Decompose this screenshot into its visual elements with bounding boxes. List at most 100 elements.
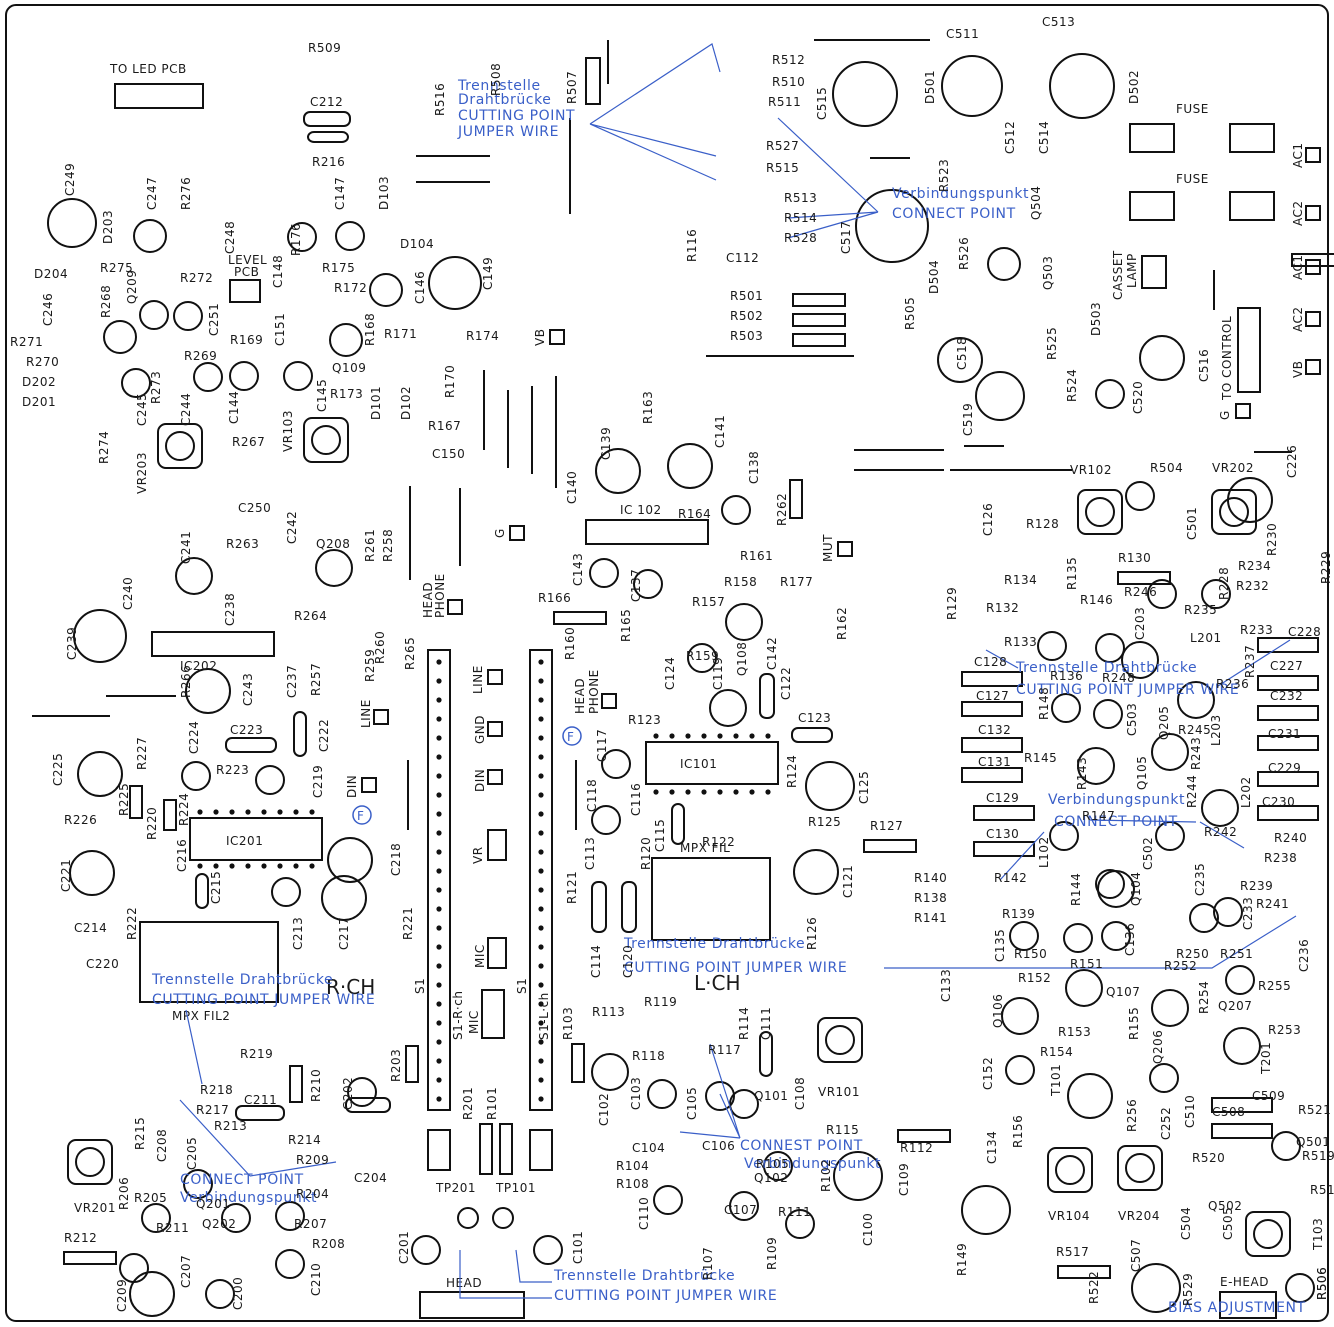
designator-r524: R524	[1065, 369, 1079, 402]
switch-pin	[538, 811, 544, 817]
transistor-outline	[255, 765, 285, 795]
designator-r117: R117	[708, 1043, 741, 1057]
designator-l202: L202	[1239, 776, 1253, 808]
designator-q503: Q503	[1041, 256, 1055, 290]
designator-d504: D504	[927, 260, 941, 294]
capacitor-outline	[321, 875, 367, 921]
cut-annotation-en-1: CUTTING POINT	[458, 108, 575, 124]
designator-r271: R271	[10, 335, 43, 349]
designator-r224: R224	[177, 793, 191, 826]
capacitor-outline	[327, 837, 373, 883]
capacitor-outline	[47, 198, 97, 248]
trimmer-pot-dial	[165, 431, 195, 461]
ic202-label: IC202	[180, 659, 217, 673]
capacitor-outline	[1177, 681, 1215, 719]
designator-c228: C228	[1288, 625, 1321, 639]
switch-pin	[538, 1020, 544, 1026]
capacitor-outline	[591, 1053, 629, 1091]
designator-c106: C106	[702, 1139, 735, 1153]
designator-c148: C148	[271, 255, 285, 288]
designator-c512: C512	[1003, 121, 1017, 154]
designator-r209: R209	[296, 1153, 329, 1167]
designator-c246: C246	[41, 293, 55, 326]
designator-r272: R272	[180, 271, 213, 285]
ic102-label: IC 102	[620, 503, 662, 517]
switch-pin	[538, 792, 544, 798]
film-capacitor-body	[225, 737, 277, 753]
switch-pin	[436, 1001, 442, 1007]
designator-r205: R205	[134, 1191, 167, 1205]
designator-r526: R526	[957, 237, 971, 270]
f-marker-left-label: F	[357, 809, 364, 823]
ic-pin	[229, 809, 235, 815]
designator-q104: Q104	[1129, 872, 1143, 906]
designator-r265: R265	[403, 637, 417, 670]
transistor-outline	[1063, 923, 1093, 953]
fuse-clip	[1129, 123, 1175, 153]
designator-c122: C122	[779, 667, 793, 700]
transistor-outline	[1101, 921, 1131, 951]
designator-r159: R159	[686, 649, 719, 663]
designator-r102: R102	[819, 1159, 833, 1192]
right-channel-label: R·CH	[326, 975, 375, 999]
designator-r161: R161	[740, 549, 773, 563]
designator-c200: C200	[231, 1277, 245, 1310]
designator-c247: C247	[145, 177, 159, 210]
transistor-outline	[229, 361, 259, 391]
designator-d102: D102	[399, 386, 413, 420]
designator-r122: R122	[702, 835, 735, 849]
transistor-outline	[103, 320, 137, 354]
transistor-outline	[193, 362, 223, 392]
designator-r139: R139	[1002, 907, 1035, 921]
designator-r504: R504	[1150, 461, 1183, 475]
to-led-pcb-label: TO LED PCB	[109, 62, 187, 76]
designator-c502: C502	[1141, 837, 1155, 870]
designator-q208: Q208	[316, 537, 350, 551]
designator-r149: R149	[955, 1243, 969, 1276]
designator-r208: R208	[312, 1237, 345, 1251]
switch-pin	[538, 754, 544, 760]
designator-r520: R520	[1192, 1151, 1225, 1165]
capacitor-outline	[1151, 733, 1189, 771]
transistor-outline	[1271, 1131, 1301, 1161]
transistor-outline	[533, 1235, 563, 1265]
pad-ac2	[1305, 205, 1321, 221]
trimmer-pot-body	[157, 423, 203, 469]
resistor-body	[863, 839, 917, 853]
ic-pin	[245, 809, 251, 815]
ic-pin	[765, 789, 771, 795]
designator-c510: C510	[1183, 1095, 1197, 1128]
designator-c233: C233	[1241, 897, 1255, 930]
designator-c201: C201	[397, 1231, 411, 1264]
designator-r210: R210	[309, 1069, 323, 1102]
designator-r242: R242	[1204, 825, 1237, 839]
pad-label-vr: VR	[471, 846, 485, 864]
switch-pin	[436, 754, 442, 760]
designator-r118: R118	[632, 1049, 665, 1063]
ic-pin	[749, 789, 755, 795]
designator-c114: C114	[589, 945, 603, 978]
capacitor-outline	[832, 61, 898, 127]
designator-c251: C251	[207, 303, 221, 336]
designator-r275: R275	[100, 261, 133, 275]
designator-c208: C208	[155, 1129, 169, 1162]
designator-c105: C105	[685, 1087, 699, 1120]
pad-label-din: DIN	[345, 775, 359, 798]
film-capacitor-body	[1257, 675, 1319, 691]
designator-r148: R148	[1037, 687, 1051, 720]
ic-pin	[717, 733, 723, 739]
designator-r221: R221	[401, 907, 415, 940]
switch-s1-right-channel	[427, 649, 451, 1111]
pad-label-tp101: TP101	[495, 1181, 536, 1195]
switch-pin	[538, 925, 544, 931]
designator-r157: R157	[692, 595, 725, 609]
designator-c211: C211	[244, 1093, 277, 1107]
designator-r115: R115	[826, 1123, 859, 1137]
pad-label-mic: MIC	[467, 1010, 481, 1034]
ic-pin	[717, 789, 723, 795]
capacitor-outline	[709, 689, 747, 727]
capacitor-outline	[1151, 989, 1189, 1027]
designator-r163: R163	[641, 391, 655, 424]
designator-c219: C219	[311, 765, 325, 798]
resistor-body	[1117, 571, 1171, 585]
